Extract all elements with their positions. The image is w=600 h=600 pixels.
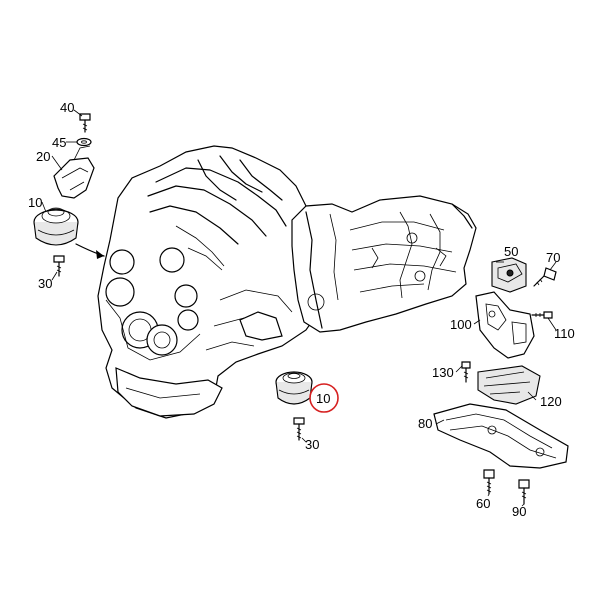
bolt-130 xyxy=(461,361,471,383)
callout-110: 110 xyxy=(554,326,575,341)
callout-45: 45 xyxy=(52,135,66,150)
rubber-mount-50 xyxy=(491,257,527,293)
bolt-70 xyxy=(533,267,557,287)
callout-90: 90 xyxy=(512,504,526,519)
mount-rubber-10-top xyxy=(33,207,79,246)
highlight-circle[interactable] xyxy=(309,383,339,413)
callout-100: 100 xyxy=(450,317,472,332)
callout-labels: 40 45 20 10 30 50 70 110 100 130 120 80 … xyxy=(28,100,575,519)
bolt-30-top xyxy=(53,255,65,277)
washer-45 xyxy=(76,137,92,147)
callout-130: 130 xyxy=(432,365,454,380)
bracket-100 xyxy=(475,291,535,359)
callout-30-top: 30 xyxy=(38,276,52,291)
bolt-30-bottom xyxy=(293,417,305,441)
callout-80: 80 xyxy=(418,416,432,431)
bolt-90 xyxy=(518,479,530,505)
bolt-110 xyxy=(531,311,553,319)
callout-120: 120 xyxy=(540,394,562,409)
heat-shield-120 xyxy=(477,365,541,405)
callout-20: 20 xyxy=(36,149,50,164)
bolt-40 xyxy=(79,113,91,133)
leader-lines xyxy=(41,109,557,507)
callout-10-highlight[interactable]: 10 xyxy=(316,391,330,406)
callout-50: 50 xyxy=(504,244,518,259)
callout-40: 40 xyxy=(60,100,74,115)
mount-rubber-10-highlight xyxy=(275,371,313,405)
bolt-60 xyxy=(483,469,495,495)
callout-30-bottom: 30 xyxy=(305,437,319,452)
callout-70: 70 xyxy=(546,250,560,265)
direction-arrowhead xyxy=(96,250,104,259)
crossmember-80 xyxy=(433,403,569,469)
engine-transmission-assembly xyxy=(97,145,477,419)
callout-10-top: 10 xyxy=(28,195,42,210)
callout-60: 60 xyxy=(476,496,490,511)
bracket-20 xyxy=(53,145,95,199)
